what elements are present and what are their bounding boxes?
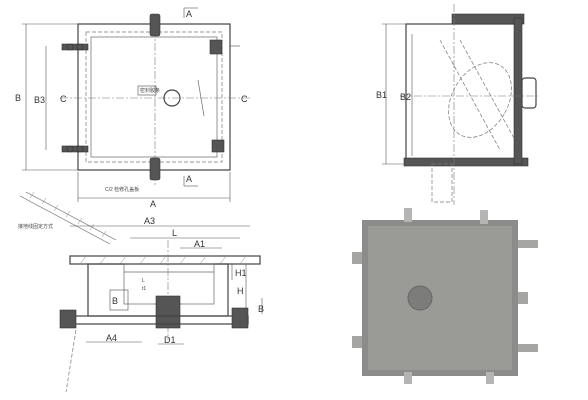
side-handle: [521, 77, 537, 109]
dim-b-label: B: [15, 93, 21, 103]
plan-view: 密封胶条 A A C C B: [15, 7, 250, 209]
ground-hatch: [19, 191, 117, 245]
section-swing-line: [65, 329, 77, 393]
plan-inner-frame: [85, 31, 223, 163]
side-swing-arc: [448, 62, 512, 138]
nameplate: [137, 85, 157, 96]
note-center: 密封胶条: [140, 87, 160, 94]
section-a-bottom-label: A: [186, 174, 192, 184]
section-c-right-label: C: [241, 94, 248, 104]
dim-b3-label: B3: [34, 95, 45, 105]
section-left-box: [109, 289, 129, 311]
side-swing-path-2: [459, 39, 516, 141]
hinge-left-top: [61, 43, 89, 51]
side-top-flange: [451, 13, 525, 25]
photo-hinge-top: [518, 240, 538, 248]
dim-h-label: H: [237, 286, 244, 296]
section-left-hinge: [59, 309, 77, 329]
photo-clip-left-bottom: [352, 336, 362, 348]
section-view: 接地线固定方式 B t1 L A3 L: [18, 191, 264, 393]
note-bottom: C/2 检修孔盖板: [105, 186, 139, 193]
photo-hinge-bottom: [518, 344, 538, 352]
dim-b2-label: B2: [400, 92, 411, 102]
dim-l-small-label: L: [142, 278, 145, 284]
dim-l-label: L: [172, 228, 177, 238]
section-right-latch: [231, 307, 249, 329]
photo-inner-panel: [368, 226, 512, 370]
dim-a-label: A: [150, 199, 156, 209]
lift-ring: [163, 89, 181, 107]
dim-a4-label: A4: [106, 333, 117, 343]
dim-b-right-label: B: [258, 304, 264, 314]
note-ground: 接地线固定方式: [18, 223, 53, 230]
side-frame: [405, 23, 517, 165]
section-top-beam-hatch: [79, 255, 247, 265]
side-right-wall: [513, 17, 523, 165]
dim-a3-label: A3: [144, 216, 155, 226]
clip-right-bottom: [211, 139, 225, 153]
side-lower-outline: [431, 163, 453, 203]
section-c-left-label: C: [60, 94, 67, 104]
plan-plate: [90, 36, 218, 158]
dim-h1-label: H1: [235, 268, 247, 278]
photo-clip-left-top: [352, 252, 362, 264]
photo-latch-bottom: [404, 372, 412, 384]
dim-t1-label: t1: [142, 286, 146, 292]
product-photo: [352, 208, 538, 384]
section-a-top-label: A: [186, 9, 192, 19]
dim-b-small-label: B: [112, 296, 118, 306]
dim-d1-label: D1: [164, 335, 176, 345]
photo-clip-top: [480, 210, 488, 224]
plan-outer-frame: [77, 23, 231, 171]
photo-clip-bottom: [486, 372, 494, 384]
side-swing-path-1: [439, 39, 501, 151]
photo-latch-top: [404, 208, 412, 222]
side-bottom-flange: [403, 157, 529, 167]
hinge-left-bottom: [61, 145, 89, 153]
clip-right-top: [209, 39, 223, 55]
side-view: B1 B2: [376, 4, 540, 205]
dim-a1-label: A1: [194, 239, 205, 249]
photo-clip-right-mid: [518, 292, 528, 304]
plan-gasket-mark: [197, 79, 205, 117]
photo-lift-ring: [407, 285, 433, 311]
dim-b1-label: B1: [376, 90, 387, 100]
latch-top: [149, 13, 161, 37]
latch-bottom: [149, 157, 161, 181]
section-center-post: [155, 295, 181, 329]
